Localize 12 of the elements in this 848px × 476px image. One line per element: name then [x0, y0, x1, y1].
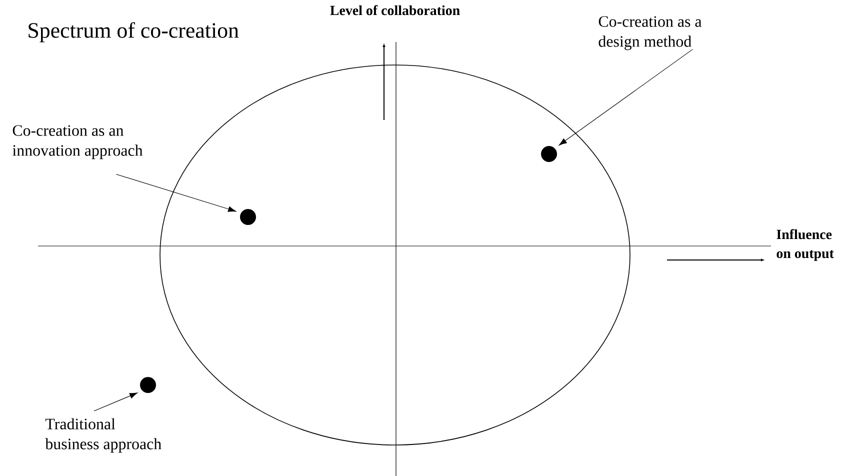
callout-text: Co-creation as an innovation approach	[12, 125, 143, 160]
leader-line	[94, 392, 138, 412]
dot	[541, 146, 557, 162]
dot	[240, 209, 256, 225]
callout-text: Co-creation as a design method	[598, 16, 702, 50]
leader-line	[558, 49, 693, 146]
callout-text: Traditional business approach	[45, 418, 162, 453]
axis-label: Level of collaboration	[330, 5, 460, 16]
leader-line	[116, 174, 236, 212]
dot	[140, 377, 156, 393]
title: Spectrum of co-creation	[28, 22, 239, 42]
axis-label: Influence on output	[776, 229, 834, 261]
